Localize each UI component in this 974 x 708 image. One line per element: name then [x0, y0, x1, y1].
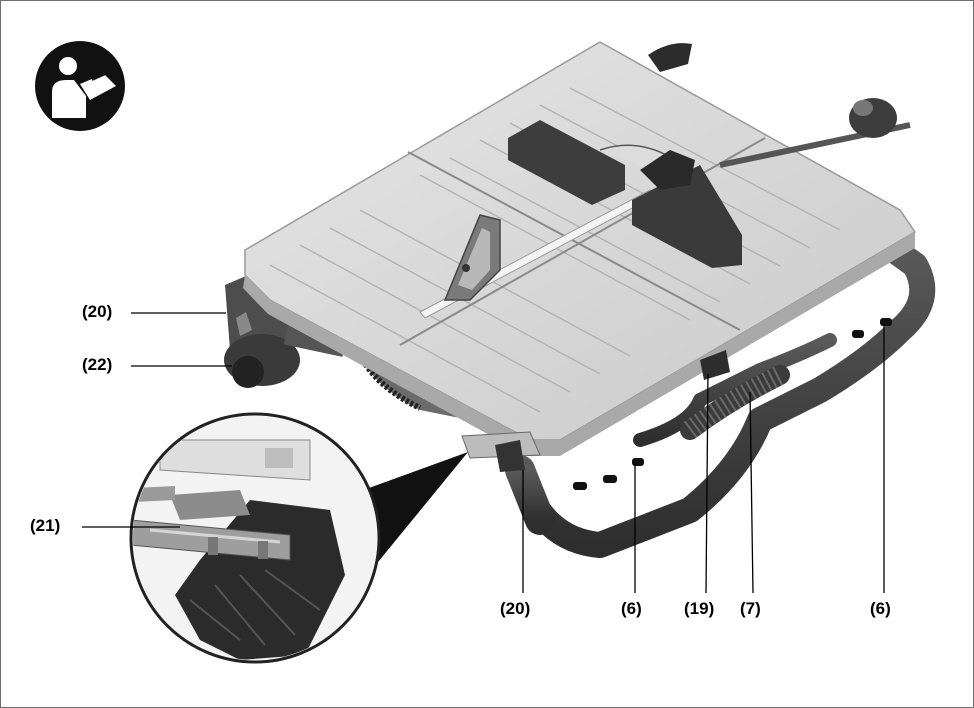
leader-lines — [82, 312, 885, 594]
callout-20-motor: (20) — [82, 302, 113, 321]
detail-magnifier — [129, 412, 381, 664]
mitre-fence — [508, 98, 911, 268]
callout-20-clamp: (20) — [500, 599, 531, 618]
callout-6-left: (6) — [621, 599, 642, 618]
dust-hose — [680, 365, 790, 440]
callout-7: (7) — [740, 599, 761, 618]
front-clamp — [461, 431, 541, 472]
callout-6-right: (6) — [870, 599, 891, 618]
read-manual-icon — [35, 41, 125, 131]
riving-knife — [443, 214, 501, 301]
callout-19: (19) — [684, 599, 715, 618]
callout-21: (21) — [30, 516, 61, 535]
magnifier-pointer — [358, 452, 468, 562]
rear-handle — [648, 43, 692, 72]
fence-lock — [700, 350, 730, 380]
handle-slots — [573, 318, 892, 490]
callout-22: (22) — [82, 355, 113, 374]
